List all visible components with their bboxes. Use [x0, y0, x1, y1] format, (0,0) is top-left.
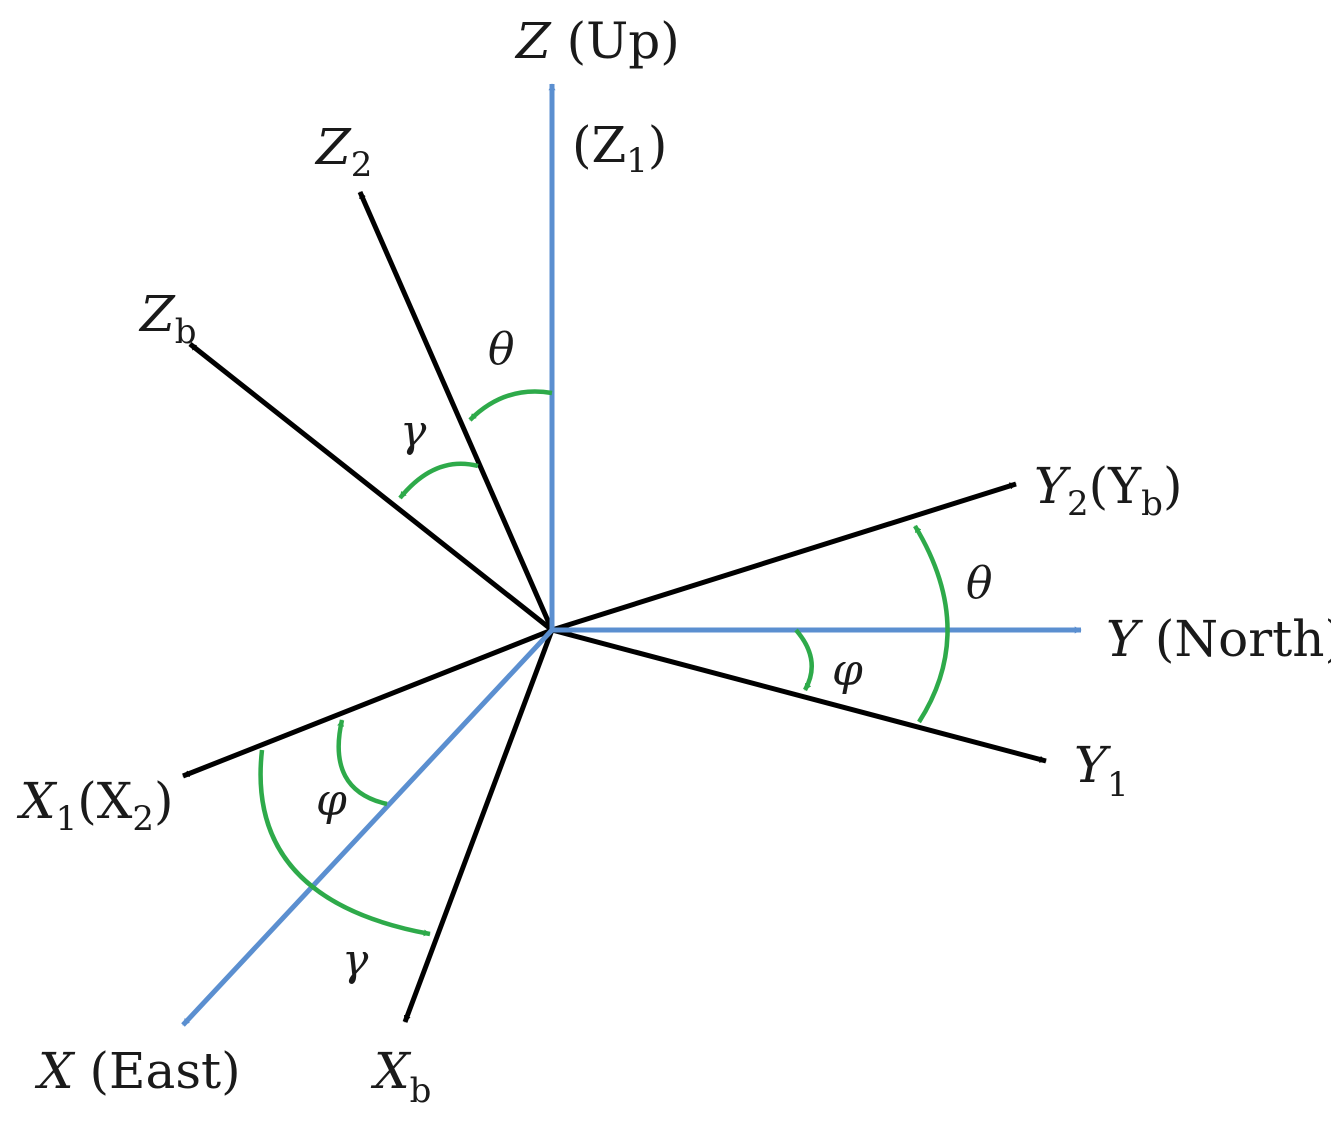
- x1-x2-label: X1(X2): [16, 772, 174, 839]
- phi-horizontal-label: φ: [832, 645, 863, 696]
- theta-vertical-arc: [468, 389, 553, 422]
- xb-axis: [402, 629, 555, 1023]
- z2-axis: [357, 190, 555, 632]
- theta-horizontal-label: θ: [966, 558, 993, 609]
- theta-horizontal-arc: [913, 524, 950, 724]
- reference-axes: [181, 83, 1082, 1027]
- phi-bottom-arc: [336, 719, 388, 807]
- gamma-bottom-label: γ: [342, 935, 369, 986]
- z2-label: Z2: [314, 118, 372, 185]
- gamma-vertical-label: γ: [400, 406, 427, 457]
- zb-axis: [188, 342, 554, 632]
- x1-axis: [182, 627, 553, 779]
- angle-arcs: [258, 389, 950, 937]
- phi-horizontal-arc: [794, 628, 814, 692]
- xb-label: Xb: [370, 1042, 431, 1111]
- y1-axis: [551, 627, 1047, 764]
- gamma-bottom-arc: [258, 749, 431, 937]
- phi-bottom-label: φ: [316, 775, 347, 826]
- y-north-label: Y (North): [1106, 610, 1331, 668]
- z-up-label: Z (Up): [514, 12, 680, 70]
- body-axes: [182, 190, 1047, 1023]
- y2-axis: [551, 481, 1017, 633]
- x-east-label: X (East): [34, 1042, 241, 1100]
- y1-label: Y1: [1074, 736, 1129, 805]
- zb-label: Zb: [138, 285, 197, 352]
- y2-yb-label: Y2(Yb): [1034, 457, 1182, 524]
- x-east-axis: [181, 628, 554, 1027]
- gamma-vertical-arc: [398, 461, 479, 500]
- theta-vertical-label: θ: [488, 324, 515, 375]
- z1-label: (Z1): [572, 116, 667, 181]
